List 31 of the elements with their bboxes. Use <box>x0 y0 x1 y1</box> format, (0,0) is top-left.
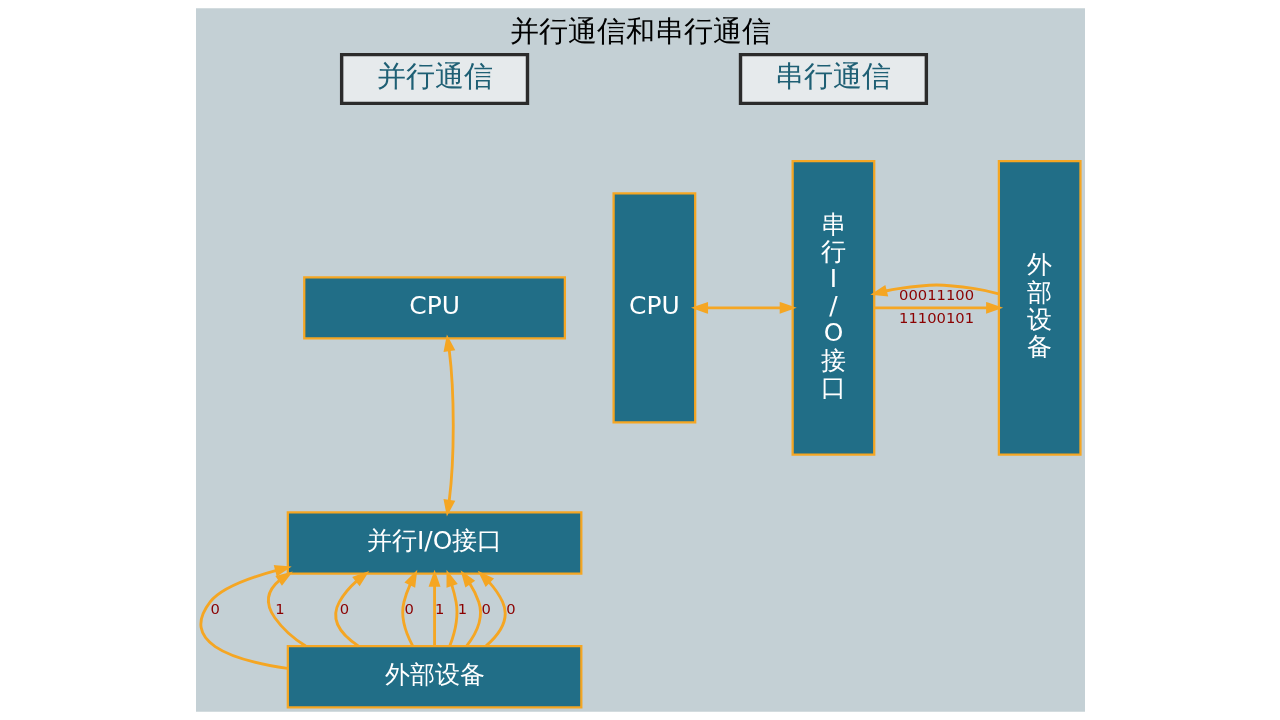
arrow <box>477 570 507 647</box>
arrow <box>428 569 441 647</box>
node-box: 外部设备 <box>286 645 582 709</box>
edge-label: 0 <box>210 599 220 617</box>
edge-label: 11100101 <box>898 309 974 327</box>
edge-label: 1 <box>274 599 285 617</box>
node-box: 并行通信 <box>339 52 529 106</box>
edge-label: 0 <box>480 599 491 617</box>
arrow <box>690 301 797 314</box>
node-box: CPU <box>302 276 566 340</box>
node-box: CPU <box>611 192 696 424</box>
arrow <box>442 334 455 517</box>
arrow <box>874 301 1003 314</box>
node-box: 并行I/O接口 <box>286 511 582 575</box>
edge-label: 0 <box>339 599 349 617</box>
diagram-title: 并行通信和串行通信 <box>509 13 771 48</box>
edge-label: 0 <box>505 599 516 617</box>
arrow <box>400 569 417 647</box>
arrow <box>266 571 306 648</box>
edge-label: 1 <box>434 599 444 617</box>
arrow <box>333 571 369 648</box>
arrow <box>869 283 999 297</box>
node-box: 串行I/O接口 <box>791 160 875 456</box>
edge-label: 00011100 <box>898 286 974 304</box>
node-box: 串行通信 <box>738 52 928 106</box>
arrow <box>460 570 482 647</box>
arrow <box>199 564 292 670</box>
arrow <box>446 569 458 647</box>
node-box: 外部设备 <box>997 160 1082 456</box>
edge-label: 0 <box>403 599 414 617</box>
edge-label: 1 <box>457 599 467 617</box>
